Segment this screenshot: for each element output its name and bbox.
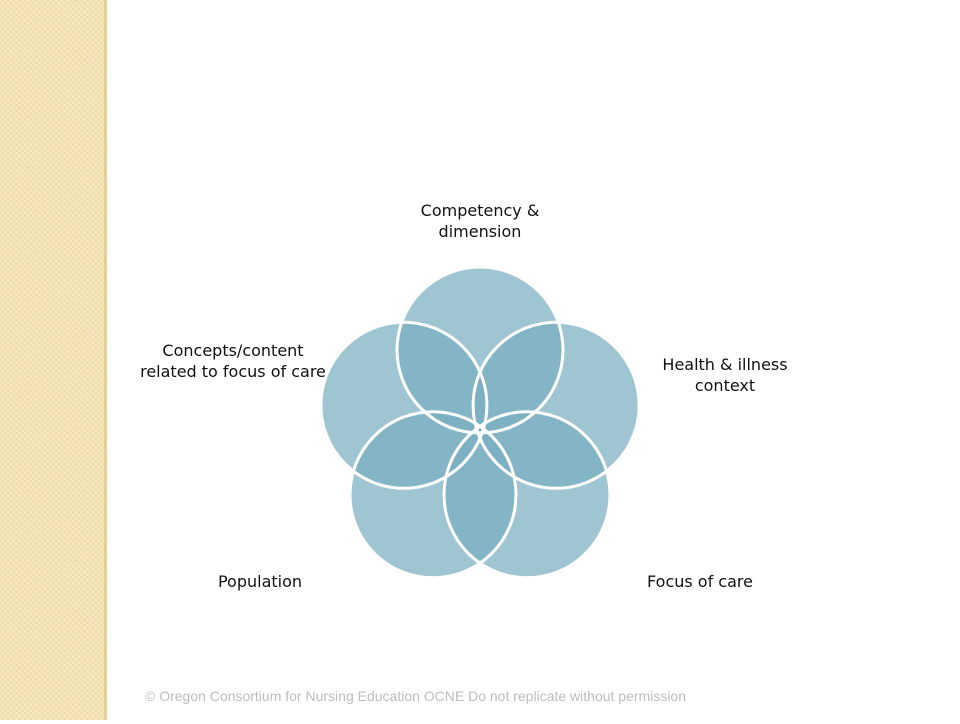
node-label-population: Population — [217, 572, 303, 591]
circle-outline-concepts — [319, 320, 489, 490]
node-label-competency: Competency & dimension — [420, 201, 540, 241]
circle-concepts — [320, 322, 487, 489]
node-label-health: Health & illness context — [662, 355, 788, 395]
copyright-footer: © Oregon Consortium for Nursing Educatio… — [145, 688, 686, 704]
circle-outline-health — [471, 320, 641, 490]
node-label-concepts: Concepts/content related to focus of car… — [140, 341, 326, 381]
decorative-side-stripe — [0, 0, 104, 720]
side-stripe-edge — [104, 0, 107, 720]
circle-outline-competency — [395, 265, 565, 435]
circle-outline-population — [348, 410, 518, 580]
circle-outline-focus — [442, 410, 612, 580]
node-label-focus: Focus of care — [647, 572, 753, 591]
